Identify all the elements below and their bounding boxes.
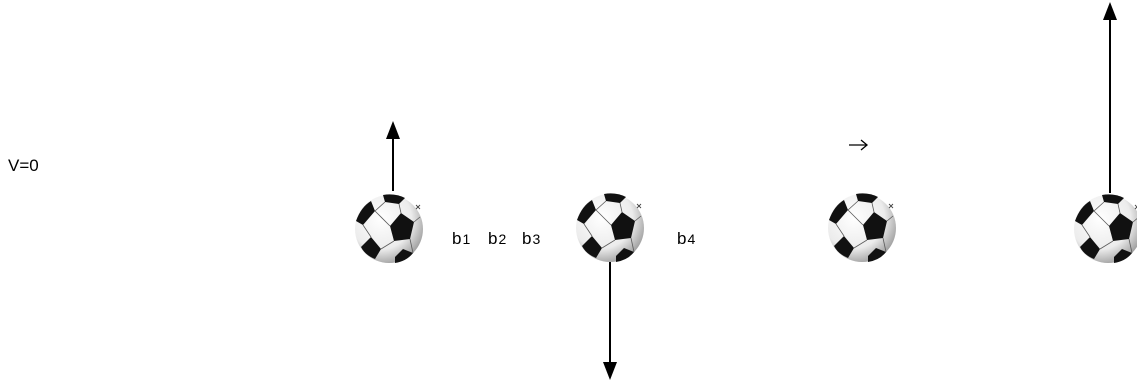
ball-label-letter: b — [677, 229, 687, 248]
velocity-label: V=0 — [8, 156, 39, 175]
ball-label-letter: b — [488, 229, 498, 248]
soccer-ball-icon — [575, 192, 645, 263]
soccer-ball-icon — [827, 192, 897, 263]
ball-label-index: 4 — [687, 231, 696, 247]
ball-label-index: 3 — [532, 231, 541, 247]
ball-2 — [575, 192, 645, 263]
arrow-up-1 — [386, 121, 400, 191]
ball-1 — [354, 193, 424, 264]
soccer-ball-icon — [354, 193, 424, 264]
ball-4 — [1073, 193, 1137, 264]
ball-label-letter: b — [452, 229, 462, 248]
ball-label-letter: b — [522, 229, 532, 248]
ball-label-b3: b3 — [522, 230, 540, 247]
arrow-right-small-3 — [849, 139, 869, 151]
ball-3 — [827, 192, 897, 263]
ball-label-b4: b4 — [677, 230, 695, 247]
arrow-up-long-4 — [1103, 2, 1117, 193]
arrow-down-2 — [603, 262, 617, 380]
ball-label-b1: b1 — [452, 230, 470, 247]
ball-label-index: 1 — [462, 231, 471, 247]
ball-label-index: 2 — [498, 231, 507, 247]
ball-label-b2: b2 — [488, 230, 506, 247]
soccer-ball-icon — [1073, 193, 1137, 264]
